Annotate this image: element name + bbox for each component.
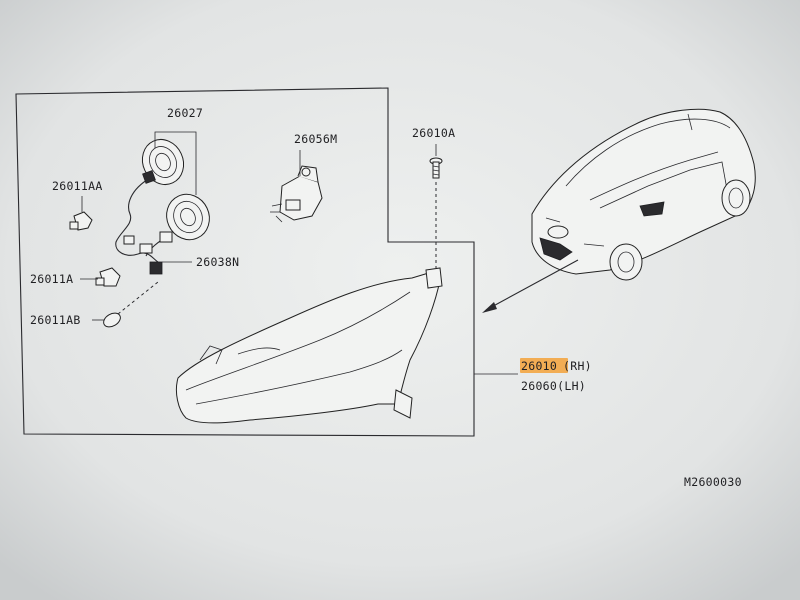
bulb-install-line [117, 281, 159, 315]
leveling-motor-26056M [270, 165, 323, 223]
label-26011AA: 26011AA [52, 179, 103, 193]
label-26010: 26010 [521, 359, 557, 373]
drawing-code: M2600030 [684, 475, 742, 489]
bulb-26011A [95, 267, 121, 287]
label-26060-lh: 26060(LH) [521, 379, 586, 393]
label-26011AB: 26011AB [30, 313, 81, 327]
label-26027: 26027 [167, 106, 203, 120]
headlamp-housing [175, 267, 443, 424]
direction-arrow [482, 259, 579, 313]
part-number-highlight [520, 358, 568, 373]
screw-26010A [429, 157, 443, 179]
label-26056M: 26056M [294, 132, 337, 146]
label-26038N: 26038N [196, 255, 239, 269]
label-26011A: 26011A [30, 272, 73, 286]
vehicle-illustration [531, 108, 756, 281]
harness-26038N [115, 170, 173, 275]
label-rh: (RH) [563, 359, 592, 373]
leader-26027 [154, 131, 197, 195]
label-26010A: 26010A [412, 126, 455, 140]
bulb-26011AB [103, 312, 121, 328]
bulb-cap-26027-lower [166, 193, 210, 241]
bulb-26011AA [69, 211, 93, 231]
assembly-frame [15, 87, 475, 437]
